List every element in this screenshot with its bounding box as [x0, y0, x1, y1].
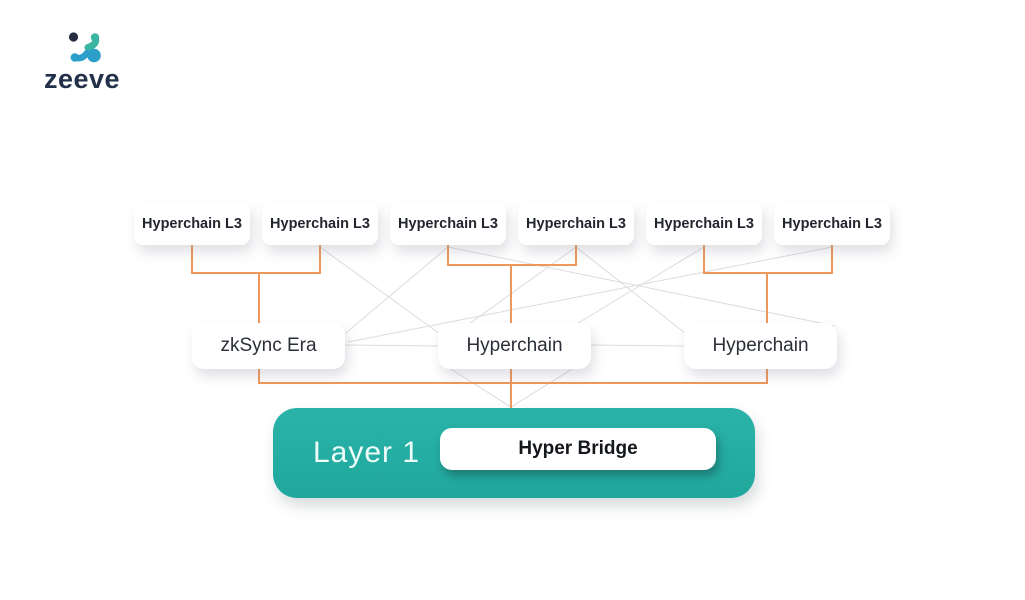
node-hyperchain-l3-6[interactable]: Hyperchain L3 [774, 202, 890, 245]
node-label: Hyperchain [466, 335, 563, 356]
layer1-container[interactable]: Layer 1 Hyper Bridge [273, 408, 755, 498]
orange-connector-group1 [191, 245, 321, 325]
hyper-bridge-pill[interactable]: Hyper Bridge [440, 428, 716, 470]
node-hyperchain-l3-3[interactable]: Hyperchain L3 [390, 202, 506, 245]
node-label: Hyperchain L3 [398, 215, 498, 232]
zeeve-logo-icon [68, 32, 101, 63]
zeeve-logo: zeeve [44, 30, 120, 93]
node-label: Hyperchain L3 [142, 215, 242, 232]
node-hyperchain-l3-4[interactable]: Hyperchain L3 [518, 202, 634, 245]
orange-connector-group2 [447, 245, 577, 324]
hyper-bridge-label: Hyper Bridge [518, 438, 638, 459]
orange-connector-layer1 [258, 368, 768, 409]
node-label: Hyperchain [712, 335, 809, 356]
layer1-label: Layer 1 [313, 436, 421, 469]
node-label: Hyperchain L3 [270, 215, 370, 232]
node-hyperchain-l3-1[interactable]: Hyperchain L3 [134, 202, 250, 245]
node-label: Hyperchain L3 [526, 215, 626, 232]
node-hyperchain-right[interactable]: Hyperchain [684, 323, 837, 369]
orange-connector-group3 [703, 245, 833, 325]
node-label: Hyperchain L3 [782, 215, 882, 232]
node-label: Hyperchain L3 [654, 215, 754, 232]
node-hyperchain-middle[interactable]: Hyperchain [438, 323, 591, 369]
node-hyperchain-l3-5[interactable]: Hyperchain L3 [646, 202, 762, 245]
node-label: zkSync Era [220, 335, 317, 356]
gray-mesh-connectors [319, 246, 836, 408]
node-hyperchain-l3-2[interactable]: Hyperchain L3 [262, 202, 378, 245]
zeeve-wordmark: zeeve [44, 64, 121, 94]
node-zksync-era[interactable]: zkSync Era [192, 323, 345, 369]
